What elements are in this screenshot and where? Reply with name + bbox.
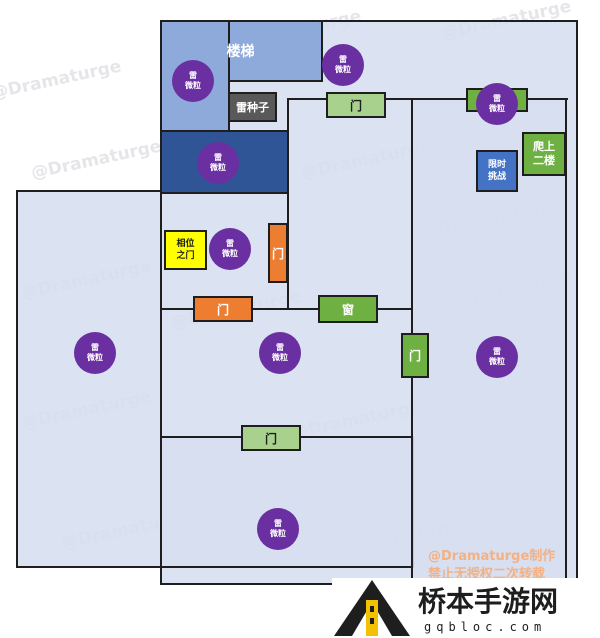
thunder-particle-marker[interactable]: 雷微粒 bbox=[209, 228, 251, 270]
phase-door[interactable]: 相位 之门 bbox=[164, 230, 207, 270]
phase-door-label-2: 之门 bbox=[176, 251, 195, 261]
timed-challenge[interactable]: 限时 挑战 bbox=[476, 150, 518, 192]
thunder-particle-marker[interactable]: 雷微粒 bbox=[322, 44, 364, 86]
thunder-particle-marker[interactable]: 雷微粒 bbox=[197, 142, 239, 184]
climb-up-label-2: 二楼 bbox=[533, 154, 555, 167]
door-label: 门 bbox=[408, 349, 421, 363]
wall bbox=[287, 98, 289, 310]
stairs-top: 楼梯 bbox=[226, 20, 323, 82]
phase-door-label-1: 相位 bbox=[176, 239, 195, 249]
wall bbox=[287, 98, 568, 100]
door-top-center[interactable]: 门 bbox=[326, 92, 386, 118]
site-logo: 桥本手游网 gqbloc.com bbox=[332, 578, 600, 638]
thunder-seed-label: 雷种子 bbox=[236, 101, 269, 114]
site-url: gqbloc.com bbox=[424, 620, 547, 634]
door-bottom-center[interactable]: 门 bbox=[241, 425, 301, 451]
timed-challenge-label-2: 挑战 bbox=[487, 172, 506, 182]
door-label: 门 bbox=[349, 98, 362, 113]
watermark: @Dramaturge bbox=[0, 56, 124, 104]
door-vertical-right[interactable]: 门 bbox=[401, 333, 429, 378]
thunder-particle-marker[interactable]: 雷微粒 bbox=[476, 83, 518, 125]
floor-left-hall bbox=[16, 190, 162, 568]
door-label: 门 bbox=[216, 302, 229, 317]
watermark: @Dramaturge bbox=[29, 136, 164, 184]
site-name: 桥本手游网 bbox=[418, 585, 559, 618]
timed-challenge-label-1: 限时 bbox=[487, 160, 506, 170]
door-horizontal-orange[interactable]: 门 bbox=[193, 296, 253, 322]
thunder-particle-marker[interactable]: 雷微粒 bbox=[259, 332, 301, 374]
thunder-seed-box[interactable]: 雷种子 bbox=[228, 92, 277, 122]
thunder-particle-marker[interactable]: 雷微粒 bbox=[172, 60, 214, 102]
door-label: 门 bbox=[264, 431, 277, 446]
climb-up-second-floor[interactable]: 爬上 二楼 bbox=[522, 132, 566, 176]
logo-icon bbox=[334, 580, 410, 636]
window[interactable]: 窗 bbox=[318, 295, 378, 323]
window-label: 窗 bbox=[341, 302, 354, 317]
climb-up-label-1: 爬上 bbox=[533, 140, 555, 153]
floor-center-bottom bbox=[160, 436, 414, 568]
stairs-label: 楼梯 bbox=[226, 44, 255, 60]
thunder-particle-marker[interactable]: 雷微粒 bbox=[74, 332, 116, 374]
thunder-particle-marker[interactable]: 雷微粒 bbox=[257, 508, 299, 550]
credit-line-1: @Dramaturge制作 bbox=[428, 549, 556, 564]
door-label: 门 bbox=[271, 246, 284, 261]
thunder-particle-marker[interactable]: 雷微粒 bbox=[476, 336, 518, 378]
door-vertical-orange[interactable]: 门 bbox=[268, 223, 288, 283]
wall bbox=[160, 308, 412, 310]
